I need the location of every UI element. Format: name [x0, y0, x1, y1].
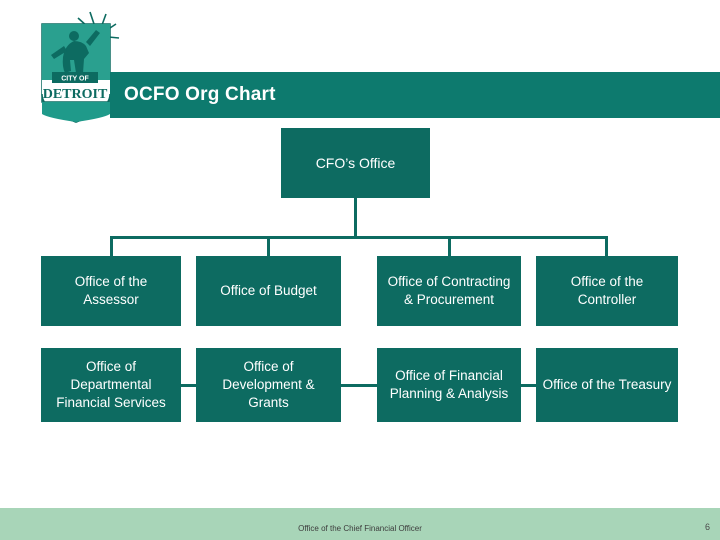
city-of-detroit-logo: CITY OF DETROIT [28, 6, 122, 124]
connector-drop-1 [110, 236, 113, 258]
org-node-financial-planning-analysis[interactable]: Office of Financial Planning & Analysis [377, 348, 521, 422]
connector-link-col3 [521, 384, 536, 387]
org-node-treasury[interactable]: Office of the Treasury [536, 348, 678, 422]
svg-text:CITY OF: CITY OF [61, 76, 89, 83]
footer-band [0, 508, 720, 540]
org-chart: CFO’s Office Office of the Assessor Offi… [0, 118, 720, 458]
org-node-development-grants[interactable]: Office of Development & Grants [196, 348, 341, 422]
org-node-controller[interactable]: Office of the Controller [536, 256, 678, 326]
connector-drop-2 [267, 236, 270, 258]
connector-drop-4 [605, 236, 608, 258]
org-node-contracting-procurement[interactable]: Office of Contracting & Procurement [377, 256, 521, 326]
connector-link-col1 [341, 384, 377, 387]
page-title: OCFO Org Chart [124, 84, 276, 105]
org-node-departmental-financial-services[interactable]: Office of Departmental Financial Service… [41, 348, 181, 422]
svg-text:DETROIT: DETROIT [43, 87, 108, 102]
connector-horizontal-bus [110, 236, 608, 239]
header-bar [110, 72, 720, 118]
connector-link-col0 [181, 384, 196, 387]
org-node-root[interactable]: CFO’s Office [281, 128, 430, 198]
slide-number: 6 [704, 522, 710, 532]
connector-drop-3 [448, 236, 451, 258]
org-node-assessor[interactable]: Office of the Assessor [41, 256, 181, 326]
connector-root-vertical [354, 198, 357, 238]
footer-text: Office of the Chief Financial Officer [298, 524, 422, 533]
org-node-budget[interactable]: Office of Budget [196, 256, 341, 326]
